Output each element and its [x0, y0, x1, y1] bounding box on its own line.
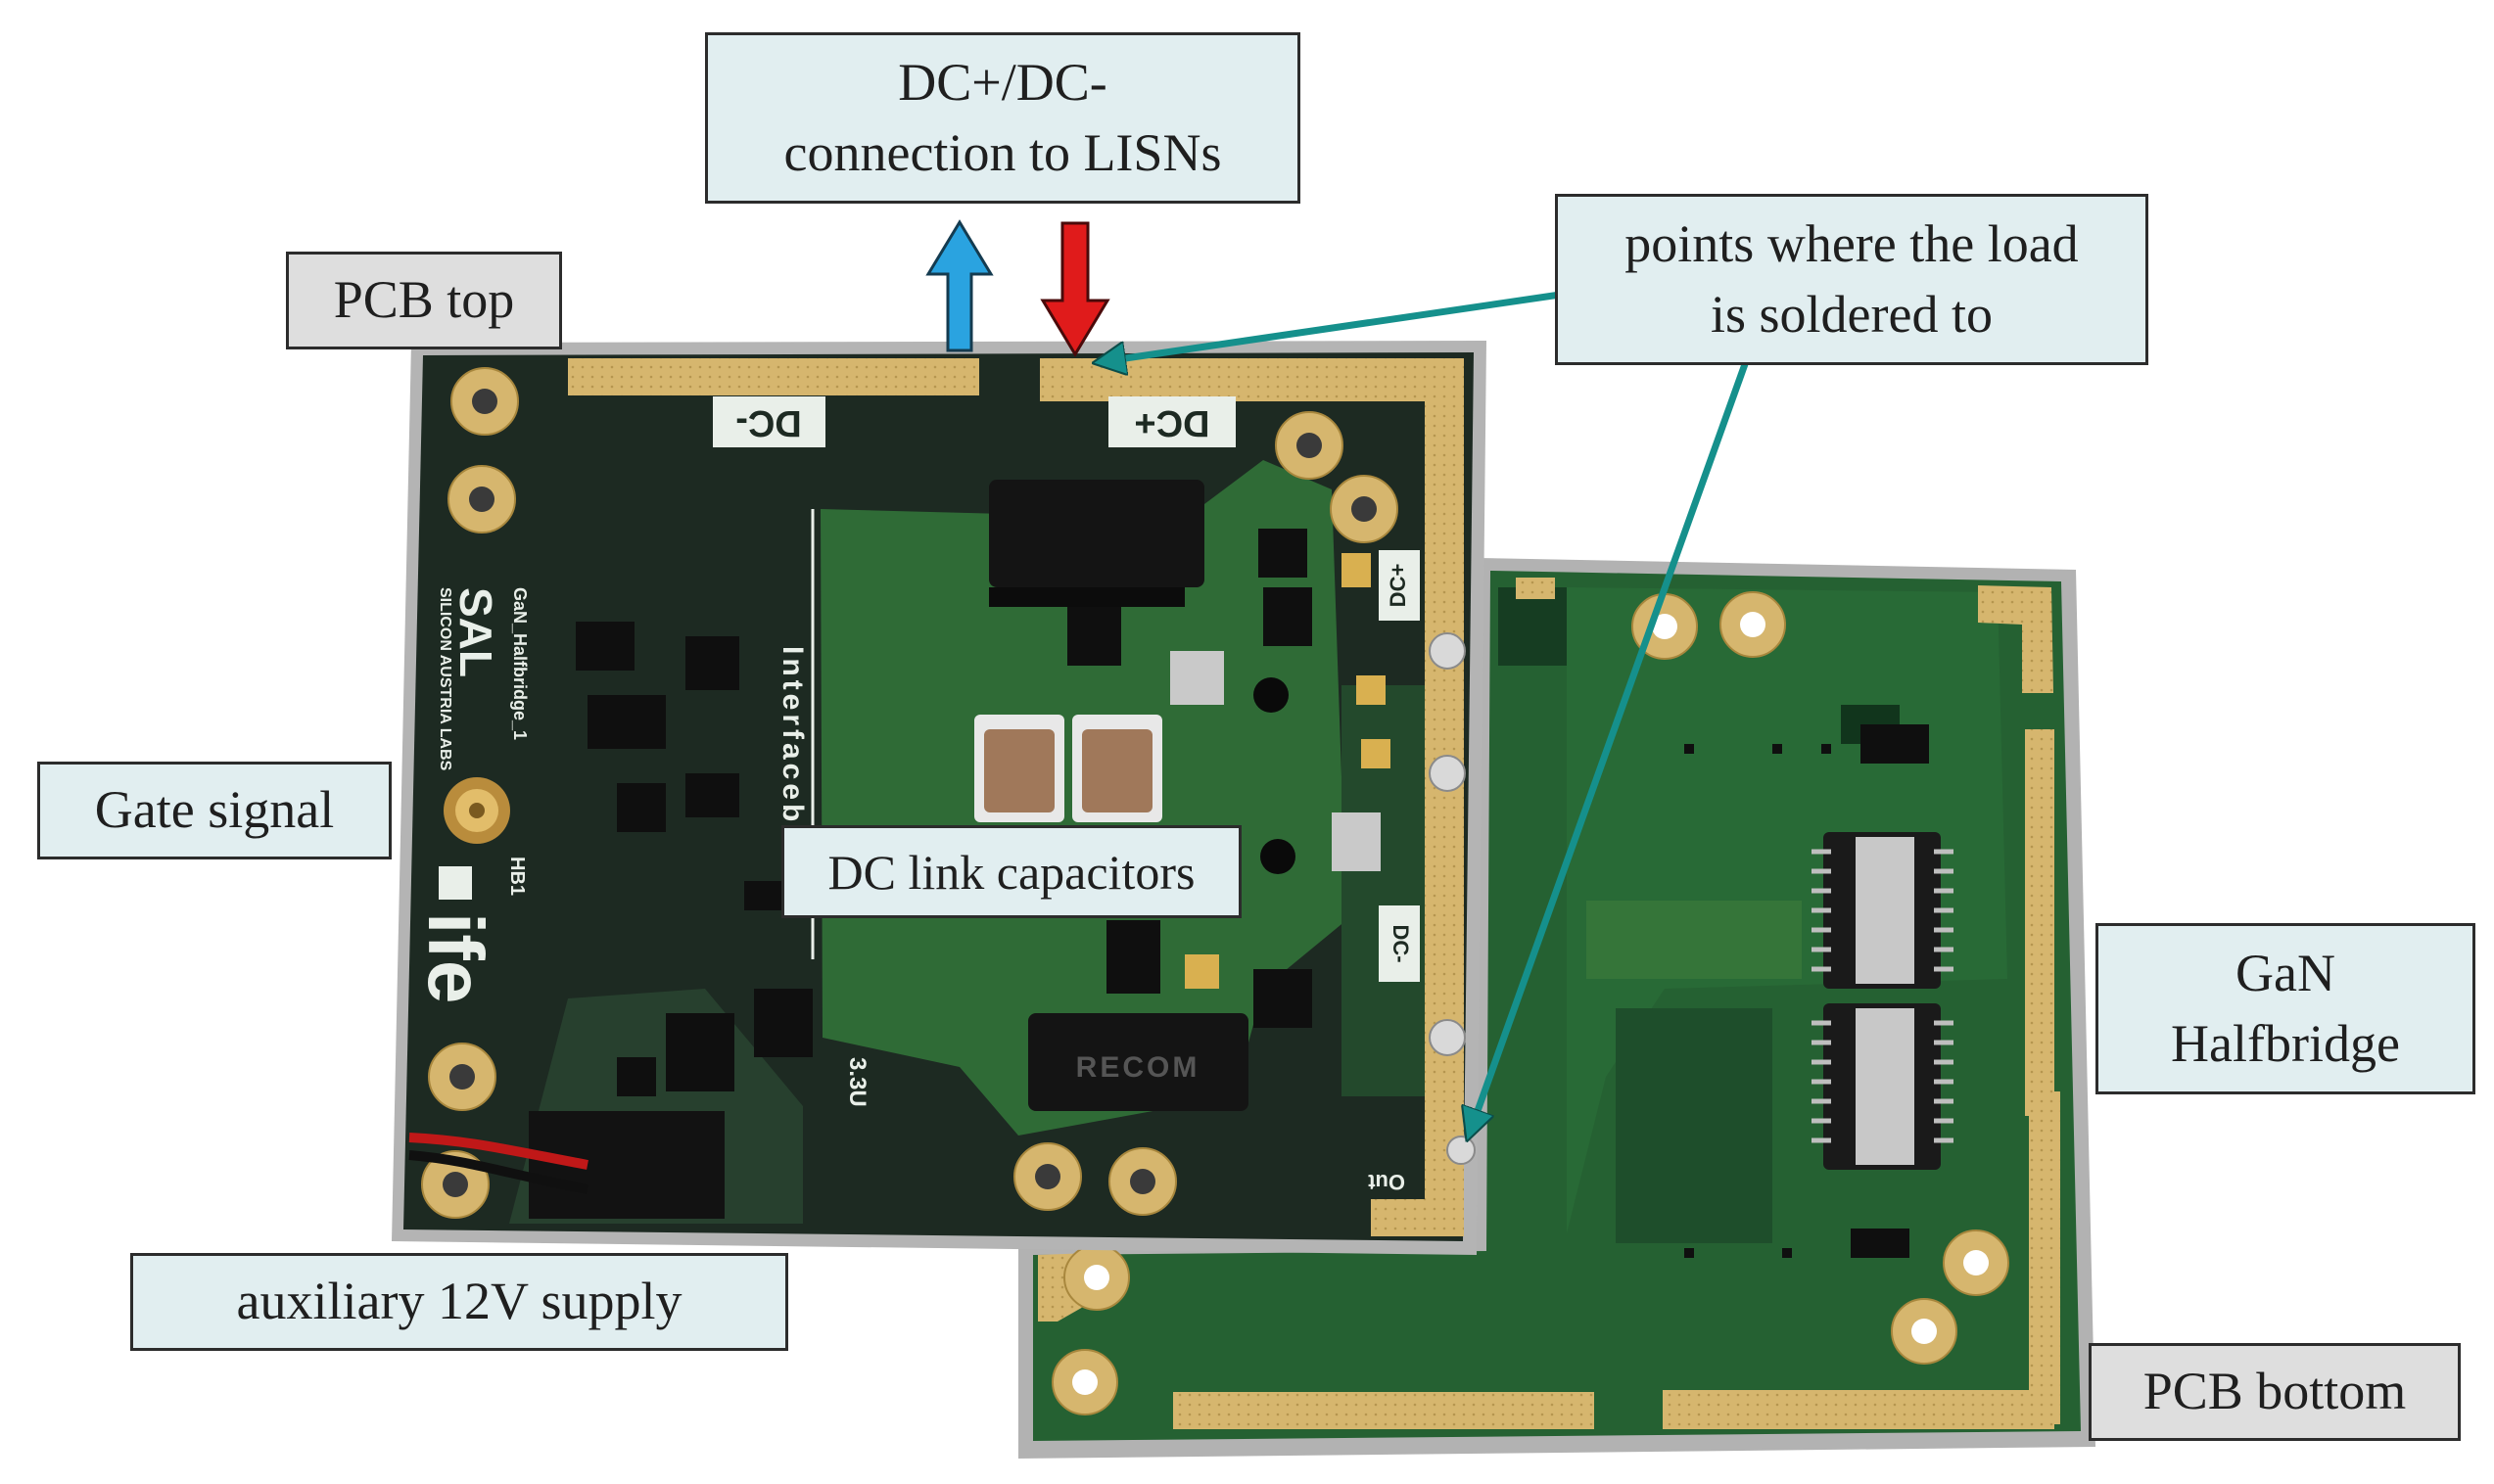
hb1-silkscreen: HB1 [506, 857, 528, 896]
dc-link-capacitors [974, 715, 1162, 822]
load-pointer-arrows [1099, 290, 1749, 1136]
dc-plus-small-silkscreen: DC+ [1379, 550, 1420, 621]
dc-minus-small-silkscreen: DC- [1379, 905, 1420, 982]
recom-converter-top [989, 480, 1204, 607]
svg-text:DC+: DC+ [1386, 564, 1410, 608]
load-points-label: points where the load is soldered to [1555, 194, 2148, 365]
gan-halfbridge-line2: Halfbridge [2171, 1013, 2400, 1073]
board-name-silkscreen: GaN_Halfbridge_1 [510, 587, 530, 740]
gate-signal-connector [444, 777, 510, 844]
ife-logo: ife [412, 912, 499, 1003]
load-points-line1: points where the load [1624, 214, 2079, 274]
sal-logo: SAL [450, 587, 501, 677]
aux-supply-text: auxiliary 12V supply [236, 1272, 682, 1331]
pcb-top-board: DC- DC+ DC+ DC- Interfaceboa SAL SILICON… [392, 341, 1486, 1255]
ife-logo-square [439, 866, 472, 900]
svg-text:RECOM: RECOM [1076, 1051, 1200, 1084]
recom-converter-bottom: RECOM [1028, 1013, 1248, 1111]
dc-link-capacitors-label: DC link capacitors [781, 825, 1242, 918]
dc-link-capacitors-text: DC link capacitors [827, 844, 1196, 900]
dc-minus-silkscreen: DC- [713, 396, 825, 447]
load-points-line2: is soldered to [1711, 284, 1993, 344]
dc-connection-label: DC+/DC- connection to LISNs [705, 32, 1300, 204]
aux-supply-label: auxiliary 12V supply [130, 1253, 788, 1351]
pcb-bottom-text: PCB bottom [2142, 1362, 2407, 1421]
pcb-bottom-label: PCB bottom [2089, 1343, 2461, 1441]
arrow-down-dc-plus [1040, 221, 1110, 357]
out-silkscreen: Out [1367, 1170, 1405, 1194]
arrow-up-dc-minus [925, 219, 994, 352]
svg-text:DC-: DC- [735, 402, 802, 443]
sal-full-name: SILICON AUSTRIA LABS [437, 587, 453, 771]
pcb-top-label: PCB top [286, 252, 562, 349]
gan-halfbridge-line1: GaN [2235, 944, 2335, 1003]
pcb-bottom-board [1018, 558, 2095, 1459]
aux-supply-connector [408, 1111, 725, 1219]
gate-signal-text: Gate signal [94, 780, 335, 840]
svg-text:DC+: DC+ [1134, 402, 1209, 443]
dc-connection-line1: DC+/DC- [898, 53, 1107, 113]
gan-halfbridge-chips [1812, 832, 1953, 1170]
dc-connection-line2: connection to LISNs [783, 122, 1222, 182]
svg-text:DC-: DC- [1388, 924, 1413, 962]
voltage-silkscreen: 3.3U [844, 1057, 871, 1107]
dc-plus-silkscreen: DC+ [1108, 396, 1236, 447]
gate-signal-label: Gate signal [37, 762, 392, 859]
gan-halfbridge-label: GaN Halfbridge [2095, 923, 2475, 1094]
pcb-top-text: PCB top [333, 270, 515, 330]
